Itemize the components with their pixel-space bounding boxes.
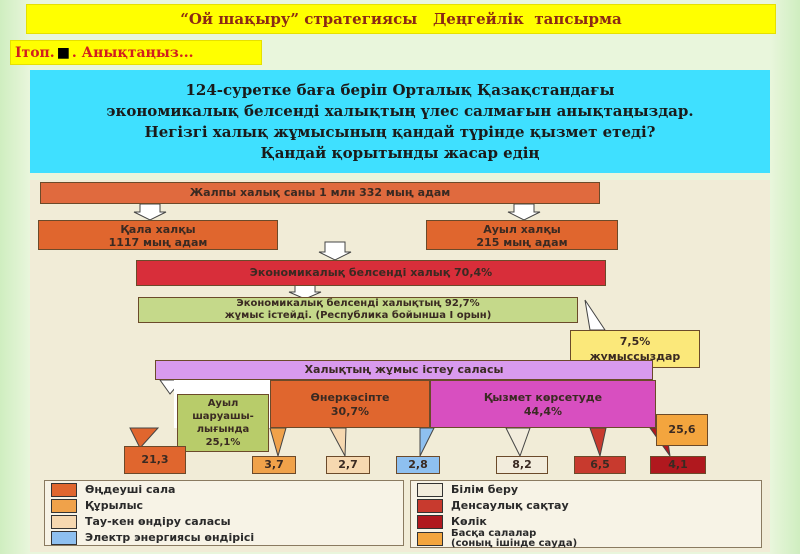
- legend-item: Өңдеуші сала: [51, 482, 175, 497]
- arrow-down-icon: [133, 203, 167, 221]
- question-line: Негізгі халық жұмысының қандай түрінде қ…: [144, 122, 656, 141]
- sub-value-box: 2,7: [326, 456, 370, 474]
- legend-swatch: [417, 482, 443, 497]
- services-value: 44,4%: [523, 405, 563, 418]
- legend-label-note: (соның ішінде сауда): [451, 537, 578, 549]
- legend-swatch: [417, 514, 443, 529]
- unemployed-label: жұмыссыздар: [589, 350, 681, 363]
- sub-pointer: [419, 427, 435, 457]
- legend-item: Тау-кен өндіру саласы: [51, 514, 231, 529]
- sub-pointer: [269, 427, 287, 458]
- legend-label: Денсаулық сақтау: [451, 499, 569, 512]
- urban-value: 1117 мың адам: [108, 236, 208, 249]
- sub-value: 6,5: [590, 458, 610, 471]
- employed-line: Экономикалық белсенді халықтың 92,7%: [236, 298, 480, 309]
- sub-value-box: 4,1: [650, 456, 706, 474]
- arrow-down-icon: [288, 284, 322, 300]
- arrow-down-icon: [318, 241, 352, 261]
- other-sector-box: 25,6: [656, 414, 708, 446]
- legend-label-group: Басқа салалар (соның ішінде сауда): [451, 527, 578, 549]
- sub-value-box: 6,5: [574, 456, 626, 474]
- agriculture-line: Ауыл: [207, 398, 239, 409]
- other-sector-value: 25,6: [668, 423, 696, 436]
- urban-title: Қала халқы: [120, 223, 196, 236]
- sub-pointer: [329, 427, 347, 458]
- question-line: экономикалық белсенді халықтың үлес салм…: [106, 101, 694, 120]
- population-diagram: Жалпы халық саны 1 млн 332 мың адам Қала…: [30, 180, 770, 552]
- legend-item: Басқа салалар (соның ішінде сауда): [417, 527, 578, 549]
- legend-label: Басқа салалар: [451, 527, 537, 539]
- legend-swatch: [51, 498, 77, 513]
- sub-value: 2,7: [338, 458, 358, 471]
- question-box: 124-суретке баға беріп Орталық Қазақстан…: [30, 70, 770, 173]
- legend-label: Көлік: [451, 515, 487, 528]
- sub-pointer: [589, 427, 607, 458]
- left-decoration: [0, 0, 30, 554]
- group-task: . Анықтаңыз...: [71, 44, 194, 61]
- legend-item: Білім беру: [417, 482, 518, 497]
- right-decoration: [770, 0, 800, 554]
- legend-item: Денсаулық сақтау: [417, 498, 569, 513]
- legend-swatch: [51, 514, 77, 529]
- legend-left: Өңдеуші сала Құрылыс Тау-кен өндіру сала…: [44, 480, 404, 546]
- question-line: Қандай қорытынды жасар едің: [260, 143, 540, 162]
- sub-value: 3,7: [264, 458, 284, 471]
- employed-line: жұмыс істейді. (Республика бойынша І оры…: [224, 310, 492, 321]
- legend-swatch: [417, 531, 443, 546]
- sub-value-box: 3,7: [252, 456, 296, 474]
- legend-swatch: [51, 482, 77, 497]
- sub-pointer: [505, 427, 531, 458]
- legend-label: Құрылыс: [85, 499, 144, 512]
- sub-value-box: 8,2: [496, 456, 548, 474]
- sector-industry-box: Өнеркәсіпте 30,7%: [270, 380, 430, 428]
- legend-label: Тау-кен өндіру саласы: [85, 515, 231, 528]
- sub-pointer: [129, 427, 160, 449]
- sub-value: 2,8: [408, 458, 428, 471]
- sub-value: 21,3: [141, 453, 169, 466]
- industry-value: 30,7%: [330, 405, 370, 418]
- sectors-title: Халықтың жұмыс істеу саласы: [304, 363, 504, 376]
- legend-swatch: [51, 530, 77, 545]
- legend-swatch: [417, 498, 443, 513]
- group-task-bar: Ітоп. ■ . Анықтаңыз...: [10, 40, 262, 65]
- legend-label: Өңдеуші сала: [85, 483, 176, 496]
- slide-title-text: “Ой шақыру” стратегиясы Деңгейлік тапсыр…: [180, 10, 622, 28]
- services-label: Қызмет көрсетуде: [483, 391, 603, 404]
- industry-label: Өнеркәсіпте: [310, 391, 390, 404]
- sub-value: 8,2: [512, 458, 532, 471]
- active-population-box: Экономикалық белсенді халық 70,4%: [136, 260, 606, 286]
- legend-right: Білім беру Денсаулық сақтау Көлік Басқа …: [410, 480, 762, 548]
- legend-label: Білім беру: [451, 483, 518, 496]
- rural-title: Ауыл халқы: [483, 223, 561, 236]
- total-population-box: Жалпы халық саны 1 млн 332 мың адам: [40, 182, 600, 204]
- sub-value: 4,1: [668, 458, 688, 471]
- sub-value-box: 2,8: [396, 456, 440, 474]
- agriculture-value: 25,1%: [205, 437, 241, 448]
- rural-population-box: Ауыл халқы 215 мың адам: [426, 220, 618, 250]
- slide-title: “Ой шақыру” стратегиясы Деңгейлік тапсыр…: [26, 4, 776, 34]
- callout-pointer: [584, 299, 606, 331]
- legend-item: Көлік: [417, 514, 487, 529]
- agriculture-line: шаруашы-: [192, 411, 254, 422]
- employed-box: Экономикалық белсенді халықтың 92,7% жұм…: [138, 297, 578, 323]
- sectors-title-box: Халықтың жұмыс істеу саласы: [155, 360, 653, 380]
- sector-agriculture-box: Ауыл шаруашы- лығында 25,1%: [177, 394, 269, 452]
- total-population-label: Жалпы халық саны 1 млн 332 мың адам: [189, 186, 451, 199]
- unemployed-value: 7,5%: [619, 335, 651, 348]
- sub-value-box: 21,3: [124, 446, 186, 474]
- active-population-label: Экономикалық белсенді халық 70,4%: [249, 266, 493, 279]
- rural-value: 215 мың адам: [476, 236, 568, 249]
- question-line: 124-суретке баға беріп Орталық Қазақстан…: [185, 80, 615, 99]
- legend-label: Электр энергиясы өндірісі: [85, 531, 255, 544]
- legend-item: Электр энергиясы өндірісі: [51, 530, 254, 545]
- sector-services-box: Қызмет көрсетуде 44,4%: [430, 380, 656, 428]
- urban-population-box: Қала халқы 1117 мың адам: [38, 220, 278, 250]
- agriculture-line: лығында: [196, 424, 250, 435]
- arrow-down-icon: [507, 203, 541, 221]
- square-marker-icon: ■: [56, 44, 70, 61]
- group-prefix: Ітоп.: [15, 44, 55, 61]
- legend-item: Құрылыс: [51, 498, 143, 513]
